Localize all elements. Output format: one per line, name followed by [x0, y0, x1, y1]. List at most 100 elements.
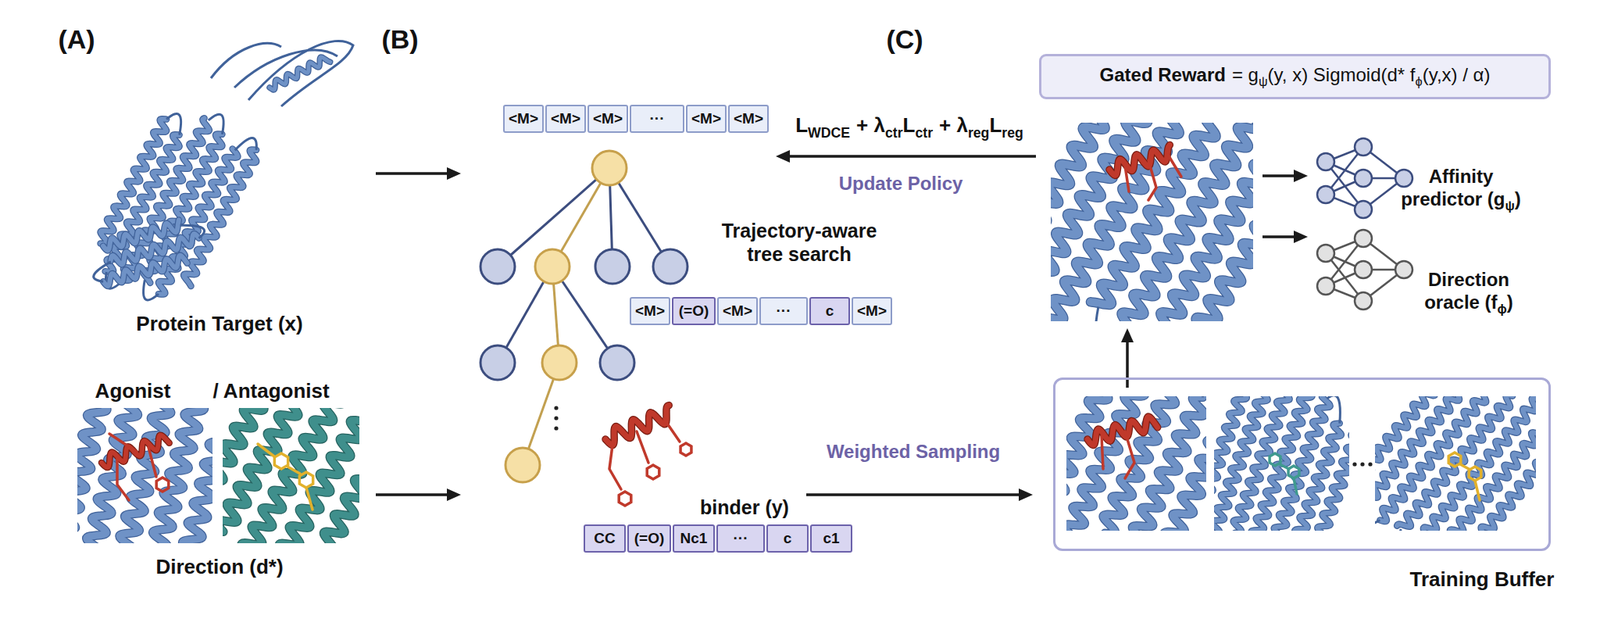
flow-arrow [375, 488, 461, 501]
helix-ribbon [269, 57, 331, 90]
network-neuron [1317, 244, 1335, 262]
formula-term: ψ [1258, 74, 1268, 89]
arrow-head [1293, 169, 1308, 183]
node-text-line: c [783, 529, 793, 547]
node-text-line: (=O) [634, 529, 665, 547]
loss-term: L [903, 113, 916, 137]
tree-node [600, 345, 635, 380]
search-tree [480, 150, 688, 483]
network-neuron [1354, 292, 1372, 310]
helix-outline [292, 425, 360, 543]
caption-label: Direction (d*) [155, 554, 283, 579]
ellipsis-dot [553, 415, 558, 420]
ellipsis-dot [1360, 461, 1365, 466]
training-buffer-box: Training Buffer [1053, 377, 1551, 551]
loop-coil [93, 261, 111, 282]
tree-node [653, 249, 688, 284]
loop-coil [180, 225, 205, 238]
network-neuron [1395, 260, 1413, 279]
arrow-shaft [806, 492, 1019, 497]
helix-ribbon [1146, 396, 1207, 531]
arrow-head [1121, 328, 1134, 343]
structure-image [1214, 396, 1350, 531]
arrow-label: Weighted Sampling [826, 440, 1000, 462]
loop-coil [1375, 508, 1380, 526]
ellipsis-dot [553, 425, 558, 430]
ligand-stick [1125, 431, 1135, 479]
helix-ribbon [183, 150, 257, 287]
node-text-line: Nc1 [680, 529, 708, 547]
helix-outline [1087, 416, 1158, 446]
formula-heading: Gated Reward [1100, 64, 1226, 86]
ellipsis [1352, 461, 1372, 466]
network-neuron [1317, 277, 1335, 295]
helix-outline [1442, 413, 1536, 531]
caption-label-group: Direction (d*) [155, 554, 283, 579]
tree-node [595, 249, 630, 284]
token-text: <M> [550, 110, 581, 127]
arrow-shaft [1125, 342, 1129, 388]
model-label: ψ [1505, 198, 1515, 213]
ligand-ring [680, 442, 692, 456]
token-text: c [825, 302, 835, 319]
node-text-line: <M> [508, 110, 539, 128]
panel-label-group: (B) [381, 24, 418, 55]
ligand-ring [156, 477, 169, 492]
step-label: Trajectory-aware tree search [721, 219, 878, 265]
ligand-stick [636, 431, 649, 463]
model-label: ) [1514, 188, 1522, 210]
loss-term: + λ [939, 113, 968, 137]
ligand-ring [1288, 465, 1300, 479]
node-text-line: Training Buffer [1410, 567, 1555, 592]
helix-ribbon [1160, 187, 1254, 322]
flow-arrow [1262, 230, 1308, 243]
sequence-token: <M> [545, 104, 586, 133]
formula-term: ϕ [1415, 74, 1423, 89]
caption-label: Protein Target (x) [135, 311, 303, 336]
node-text-line: (=O) [678, 302, 710, 320]
helix-outline [1160, 187, 1254, 322]
node-text-line: CC [593, 529, 615, 547]
loss-term: + λ [856, 113, 886, 137]
ligand-stick [257, 443, 275, 457]
sequence-token: ··· [759, 296, 808, 325]
arrow-head [446, 488, 461, 501]
loop-coil [208, 114, 224, 135]
ligand-ring [618, 491, 632, 506]
arrow-head [1018, 488, 1033, 501]
arrow-label-group: Update Policy [839, 172, 964, 195]
flow-arrow [775, 150, 1036, 163]
node-text-line: <M> [592, 110, 623, 128]
token-text: ··· [776, 302, 792, 319]
node-text-line: ··· [733, 529, 749, 547]
oracle-network-icon [1317, 229, 1413, 310]
structure-image [222, 407, 360, 543]
helix-outline [1298, 407, 1350, 531]
sequence-token: ··· [629, 104, 685, 133]
helix-outline [605, 405, 669, 446]
arrow-head [446, 167, 461, 180]
node-text-line: <M> [722, 302, 753, 320]
loop-coil [210, 43, 282, 79]
sequence-token: c [809, 296, 850, 325]
ligand-stick [1148, 160, 1157, 200]
ligand-stick [1101, 435, 1104, 469]
loop-coil [340, 407, 360, 422]
helix-outline [103, 255, 187, 286]
loss-term: reg [1001, 125, 1024, 141]
loop-coil [234, 50, 338, 88]
token-text: <M> [592, 110, 623, 127]
ligand-stick [1460, 464, 1471, 470]
sequence-token: <M> [503, 104, 544, 133]
loop-coil [1399, 528, 1422, 531]
structure-image [1066, 396, 1207, 531]
panel-label: (B) [381, 24, 418, 54]
loop-coil [1095, 307, 1110, 322]
ligand-ring [299, 471, 313, 488]
token-text: <M> [691, 110, 722, 127]
sequence-token: <M> [851, 296, 893, 325]
loss-term: ctr [914, 125, 933, 141]
node-text-line: <M> [691, 110, 722, 128]
helix-outline [183, 150, 257, 287]
helix-outline [177, 430, 213, 543]
